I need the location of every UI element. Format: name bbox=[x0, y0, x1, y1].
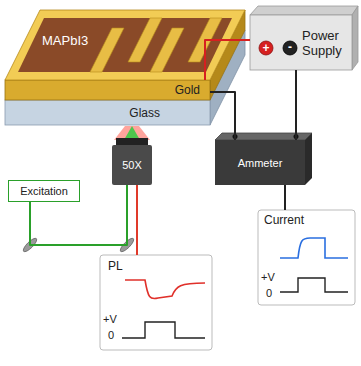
glass-layer: Glass bbox=[5, 100, 210, 125]
node-text: +V bbox=[261, 271, 275, 283]
node-text: Glass bbox=[129, 106, 160, 120]
node-text: 0 bbox=[108, 329, 114, 341]
negative-terminal-sign: - bbox=[283, 41, 297, 55]
node-text: 50X bbox=[122, 159, 142, 171]
node-text: Excitation bbox=[20, 185, 68, 197]
objective-lens: 50X bbox=[112, 145, 152, 185]
node-text: MAPbI3 bbox=[42, 33, 88, 49]
connector-wire bbox=[205, 40, 250, 80]
gold-layer: Gold bbox=[5, 80, 210, 100]
positive-terminal-sign: + bbox=[259, 41, 273, 55]
node-text: Current bbox=[264, 213, 304, 227]
excitation-source: Excitation bbox=[8, 180, 80, 202]
node-text: PL bbox=[108, 259, 123, 273]
node-text: Power Supply bbox=[302, 28, 348, 58]
node-text: Gold bbox=[175, 83, 200, 97]
film-label: MAPbI3 bbox=[40, 32, 90, 50]
connector-wire bbox=[210, 92, 235, 140]
node-text: 0 bbox=[266, 287, 272, 299]
node-text: Ammeter bbox=[238, 157, 283, 169]
connector-wire bbox=[136, 185, 138, 255]
connector-wire bbox=[295, 70, 297, 140]
ammeter: Ammeter bbox=[215, 140, 305, 185]
connector-wire bbox=[284, 185, 286, 210]
current-plot: Current +V 0 bbox=[258, 210, 355, 305]
pl-plot: PL +V 0 bbox=[100, 255, 212, 350]
node-text: +V bbox=[103, 313, 117, 325]
